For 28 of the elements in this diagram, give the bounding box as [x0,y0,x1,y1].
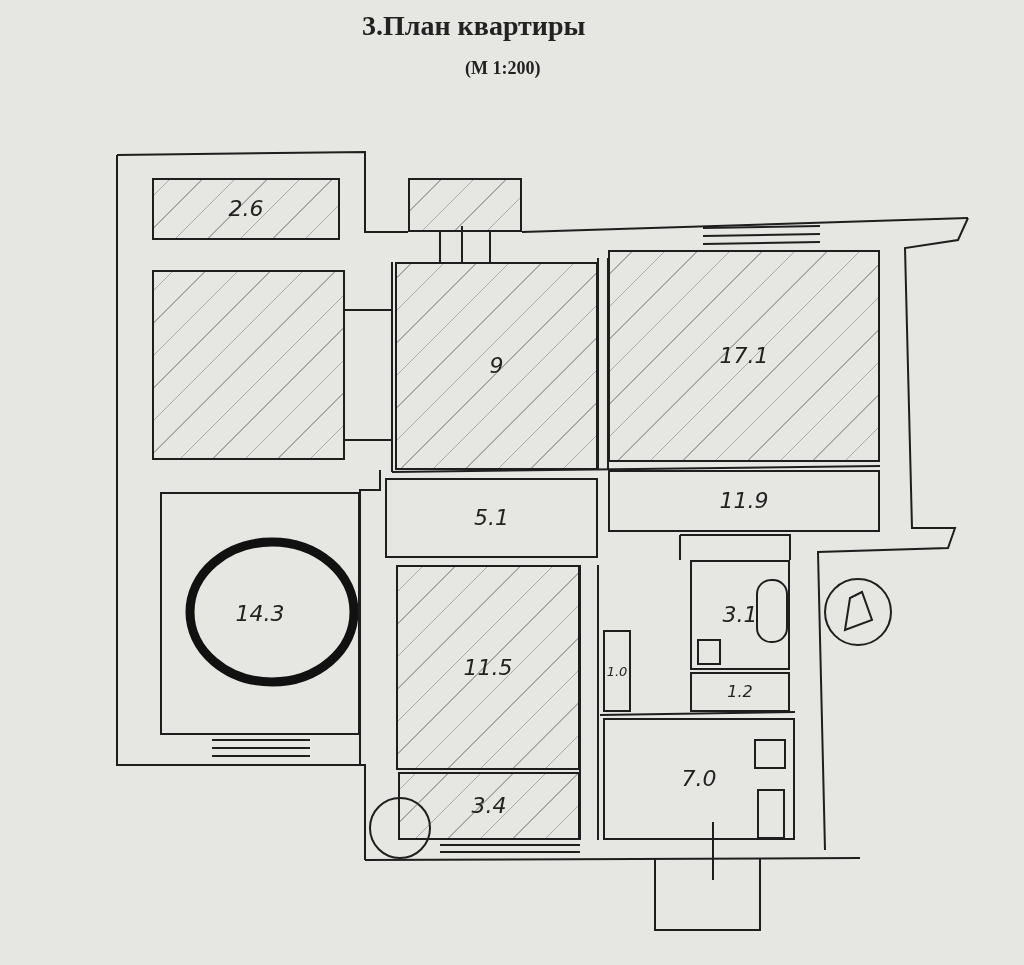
room-outline [398,772,580,840]
scale-caption: (М 1:200) [465,58,541,79]
room-area-number: 17.1 [719,345,769,367]
room-area-number: 11.5 [463,656,513,679]
room-outline [385,478,598,558]
room-area-number: 5.1 [474,507,509,529]
room-area-number: 11.9 [719,490,769,512]
room-outline [690,672,790,712]
room-area-number: 1.2 [727,684,753,700]
room-outline [603,718,795,840]
room-area-number: 1.0 [606,664,628,678]
room-outline [152,270,345,460]
room-outline [152,178,340,240]
room-outline [395,262,598,470]
room-outline [690,560,790,670]
room-outline [408,178,522,232]
room-area-number: 9 [489,355,504,377]
room-outline [608,250,880,462]
room-outline [608,470,880,532]
room-area-number: 14.3 [235,602,285,625]
plan-title: 3.План квартиры [362,10,586,42]
room-area-number: 7.0 [681,768,717,790]
room-area-number: 2.6 [228,198,264,220]
room-outline [160,492,360,735]
room-area-number: 3.1 [722,604,758,626]
room-area-number: 3.4 [471,795,507,817]
room-outline [396,565,580,770]
room-outline [603,630,631,712]
